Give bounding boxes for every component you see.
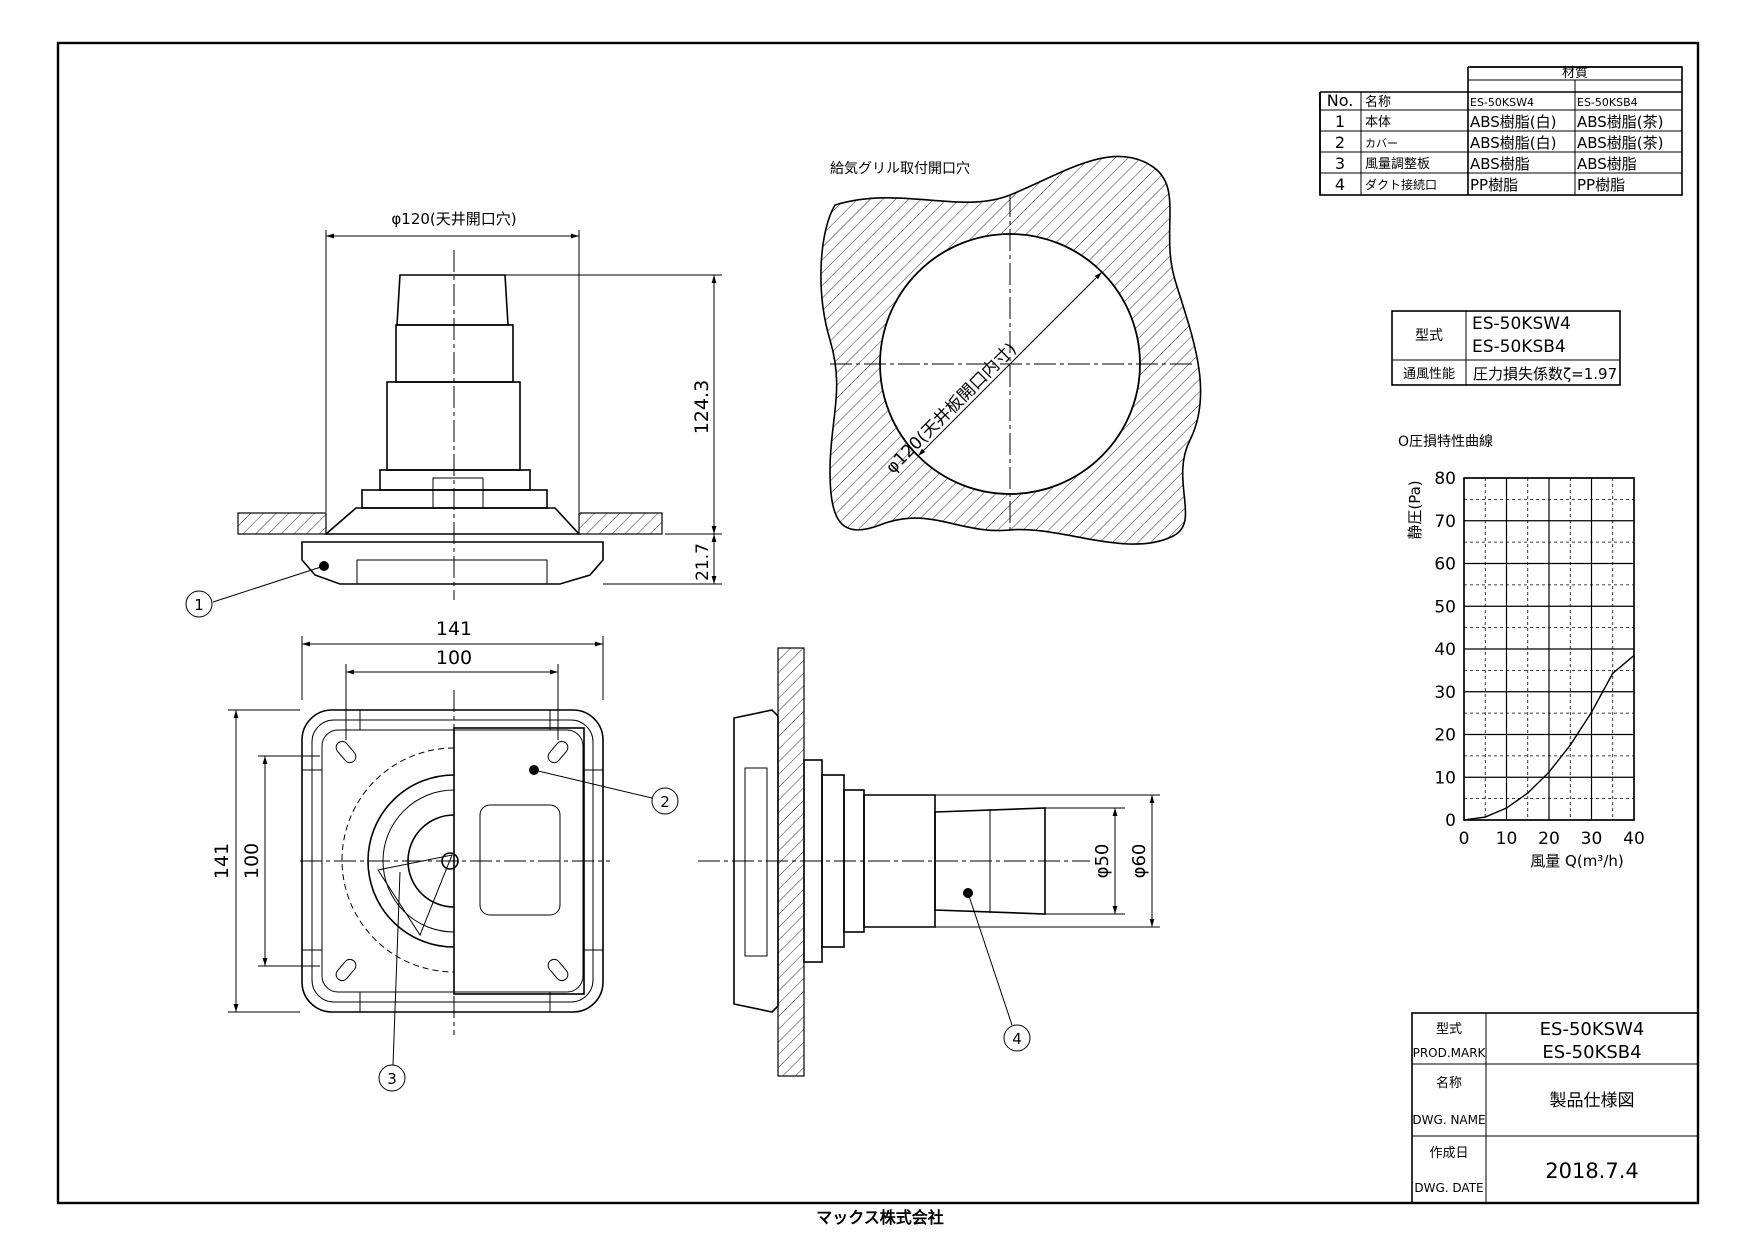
row4-m2: PP樹脂 <box>1577 176 1625 194</box>
chart-ytick: 30 <box>1434 683 1456 703</box>
front-inner-height: 100 <box>241 843 263 879</box>
side-dia-label: φ120(天井開口穴) <box>391 210 516 228</box>
balloon-4: 4 <box>1012 1030 1022 1048</box>
wall-view: φ50 φ60 4 <box>698 647 1160 1077</box>
side-flange-label: 21.7 <box>693 543 713 581</box>
chart-title: O圧損特性曲線 <box>1398 434 1493 450</box>
chart-ytick: 80 <box>1434 469 1456 489</box>
chart-point <box>1590 711 1593 714</box>
tb-date-label-en: DWG. DATE <box>1414 1181 1483 1195</box>
balloon-2: 2 <box>660 793 670 811</box>
chart-ylabel: 静圧(Pa) <box>1406 480 1424 539</box>
tb-name-value: 製品仕様図 <box>1550 1091 1635 1111</box>
dia-60-label: φ60 <box>1129 844 1150 879</box>
spec-perf-label: 通風性能 <box>1403 367 1455 382</box>
row2-name: カバー <box>1365 137 1398 150</box>
front-outer-height: 141 <box>211 843 233 879</box>
row2-m1: ABS樹脂(白) <box>1470 134 1557 152</box>
chart-ytick: 20 <box>1434 726 1456 746</box>
chart-ytick: 60 <box>1434 555 1456 575</box>
col-no: No. <box>1327 91 1354 110</box>
row1-m2: ABS樹脂(茶) <box>1577 113 1664 131</box>
col-model2: ES-50KSB4 <box>1577 96 1638 109</box>
balloon-1: 1 <box>194 596 204 614</box>
front-outer-width: 141 <box>436 618 472 640</box>
tb-model-label-en: PROD.MARK <box>1413 1046 1487 1060</box>
chart-point <box>1505 807 1508 809</box>
chart-point <box>1548 771 1550 773</box>
chart-xtick: 10 <box>1496 829 1518 849</box>
row3-name: 風量調整板 <box>1365 157 1430 172</box>
spec-model2: ES-50KSB4 <box>1472 337 1566 357</box>
tb-model2: ES-50KSB4 <box>1542 1042 1641 1063</box>
row1-m1: ABS樹脂(白) <box>1470 113 1557 131</box>
pressure-loss-chart: O圧損特性曲線 静圧(Pa) 風量 Q(m³/h) 0 10 20 30 40 0 10 20… <box>1398 434 1645 870</box>
chart-xtick: 0 <box>1459 829 1470 849</box>
chart-xtick: 20 <box>1538 829 1560 849</box>
row3-no: 3 <box>1335 154 1345 173</box>
spec-perf-value: 圧力損失係数ζ=1.97 <box>1473 365 1617 383</box>
side-view: φ120(天井開口穴) 124.3 21.7 1 <box>185 210 722 618</box>
dia-50-label: φ50 <box>1092 844 1113 879</box>
chart-ytick: 50 <box>1434 597 1456 617</box>
row3-m2: ABS樹脂 <box>1577 155 1637 173</box>
spec-table: 型式 ES-50KSW4 ES-50KSB4 通風性能 圧力損失係数ζ=1.97 <box>1391 310 1621 386</box>
balloon-3: 3 <box>387 1070 397 1088</box>
chart-point <box>1484 816 1487 818</box>
material-header: 材質 <box>1562 66 1588 81</box>
row3-m1: ABS樹脂 <box>1470 155 1530 173</box>
opening-title: 給気グリル取付開口穴 <box>830 161 970 177</box>
materials-table: 材質 No. 名称 ES-50KSW4 ES-50KSB4 1 本体 ABS樹脂… <box>1318 65 1683 196</box>
chart-xlabel: 風量 Q(m³/h) <box>1530 852 1623 870</box>
chart-ytick: 10 <box>1434 768 1456 788</box>
side-height-label: 124.3 <box>691 380 713 434</box>
front-view: 141 100 141 100 <box>211 618 679 1092</box>
chart-xtick: 40 <box>1623 829 1645 849</box>
tb-model-label: 型式 <box>1436 1022 1462 1037</box>
tb-date-value: 2018.7.4 <box>1545 1159 1639 1183</box>
chart-xtick: 30 <box>1581 829 1603 849</box>
chart-ytick: 70 <box>1434 512 1456 532</box>
chart-point <box>1526 792 1529 794</box>
row4-name: ダクト接続口 <box>1365 177 1437 192</box>
col-name: 名称 <box>1365 94 1391 110</box>
chart-point <box>1611 672 1614 675</box>
chart-point <box>1569 744 1572 746</box>
spec-model1: ES-50KSW4 <box>1472 314 1571 334</box>
chart-point <box>1633 654 1635 657</box>
col-model1: ES-50KSW4 <box>1470 96 1534 109</box>
row2-no: 2 <box>1335 133 1345 152</box>
row4-no: 4 <box>1335 175 1345 194</box>
row4-m1: PP樹脂 <box>1470 176 1518 194</box>
tb-name-label-en: DWG. NAME <box>1412 1113 1485 1127</box>
chart-ytick: 40 <box>1434 640 1456 660</box>
chart-point <box>1463 819 1465 821</box>
row2-m2: ABS樹脂(茶) <box>1577 134 1664 152</box>
company-name: マックス株式会社 <box>816 1208 944 1227</box>
front-inner-width: 100 <box>436 647 472 669</box>
row1-no: 1 <box>1335 112 1345 131</box>
tb-model1: ES-50KSW4 <box>1540 1019 1645 1040</box>
row1-name: 本体 <box>1365 115 1391 130</box>
sheet-border <box>56 41 1700 1205</box>
tb-date-label: 作成日 <box>1429 1146 1468 1161</box>
spec-model-label: 型式 <box>1415 328 1443 344</box>
opening-view: 給気グリル取付開口穴 φ120(天井板開口内寸) <box>820 155 1202 545</box>
title-block: 型式 PROD.MARK ES-50KSW4 ES-50KSB4 名称 DWG.… <box>1411 1012 1699 1204</box>
tb-name-label: 名称 <box>1436 1075 1462 1091</box>
chart-ytick: 0 <box>1445 811 1456 831</box>
